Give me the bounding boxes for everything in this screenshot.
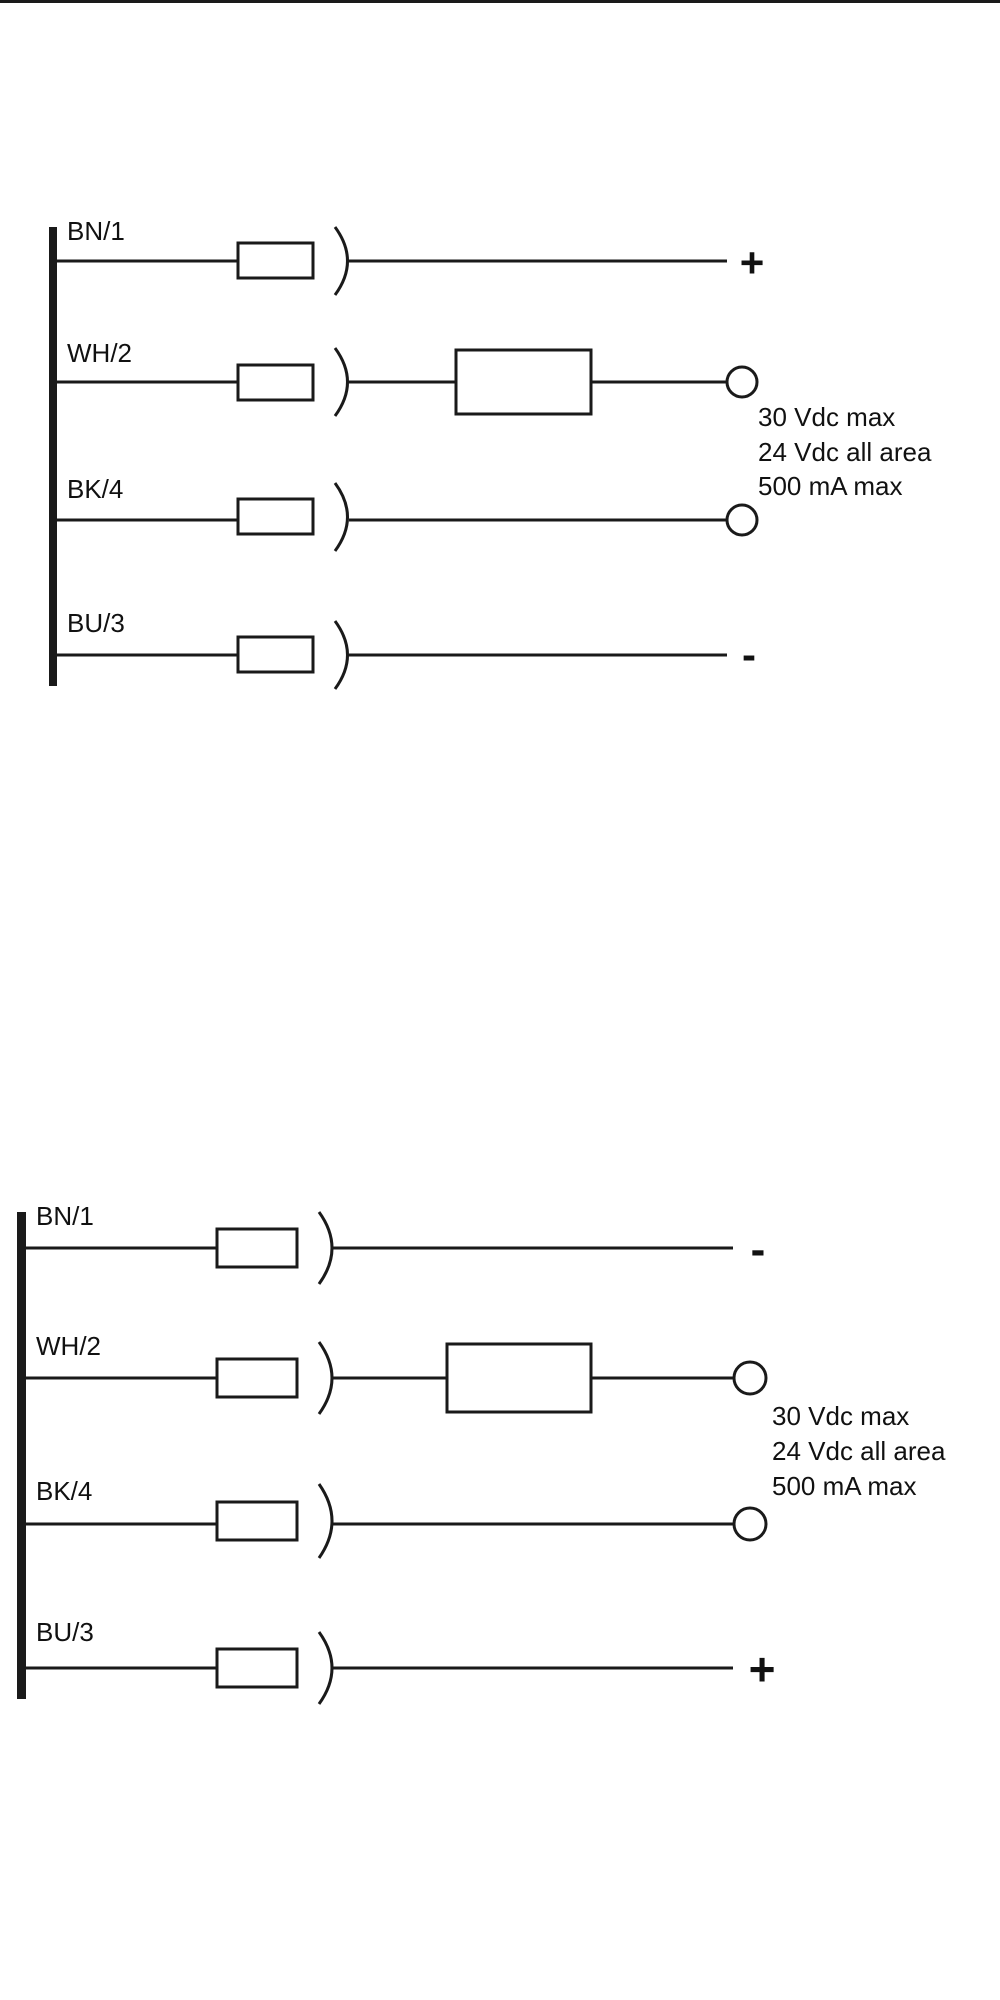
- terminal-minus: -: [751, 1225, 766, 1274]
- wire-label: BN/1: [36, 1201, 94, 1231]
- connector-bar: [49, 227, 57, 686]
- spec-line: 500 mA max: [772, 1471, 917, 1501]
- resistor-box: [215, 1500, 299, 1542]
- spec-block: 30 Vdc max 24 Vdc all area 500 mA max: [772, 1401, 946, 1501]
- terminal-minus: -: [742, 631, 756, 678]
- wire-row: WH/2: [26, 1331, 768, 1415]
- terminal-plus: +: [740, 239, 765, 286]
- resistor-box: [236, 497, 315, 536]
- wire-row: BN/1 -: [26, 1201, 766, 1285]
- terminal-circle: [725, 365, 759, 399]
- wire-label: BU/3: [67, 608, 125, 638]
- diagram-top: BN/1 + WH/2 BK/4: [49, 216, 932, 690]
- wire-label: BU/3: [36, 1617, 94, 1647]
- diagram-bottom: BN/1 - WH/2 BK/4: [17, 1201, 946, 1705]
- resistor-box: [215, 1647, 299, 1689]
- wire-row: BN/1 +: [57, 216, 765, 296]
- spec-line: 500 mA max: [758, 471, 903, 501]
- wire-row: WH/2: [57, 338, 759, 417]
- contact-arc: [317, 1341, 334, 1415]
- resistor-box: [215, 1227, 299, 1269]
- spec-line: 24 Vdc all area: [758, 437, 932, 467]
- wire-row: BK/4: [57, 474, 759, 552]
- spec-block: 30 Vdc max 24 Vdc all area 500 mA max: [758, 402, 932, 501]
- resistor-box: [236, 241, 315, 280]
- wire-label: WH/2: [36, 1331, 101, 1361]
- spec-line: 24 Vdc all area: [772, 1436, 946, 1466]
- wire-row: BU/3 +: [26, 1617, 776, 1705]
- spec-line: 30 Vdc max: [758, 402, 895, 432]
- wire-label: BN/1: [67, 216, 125, 246]
- wire-label: BK/4: [67, 474, 123, 504]
- terminal-plus: +: [749, 1643, 776, 1695]
- wire-label: WH/2: [67, 338, 132, 368]
- wire-row: BU/3 -: [57, 608, 756, 690]
- wire-label: BK/4: [36, 1476, 92, 1506]
- resistor-box: [215, 1357, 299, 1399]
- terminal-circle: [725, 503, 759, 537]
- connector-bar: [17, 1212, 26, 1699]
- load-box: [454, 348, 593, 416]
- contact-arc: [333, 347, 349, 417]
- wire-row: BK/4: [26, 1476, 768, 1559]
- terminal-circle: [732, 1360, 768, 1396]
- resistor-box: [236, 635, 315, 674]
- contact-arc: [333, 482, 349, 552]
- resistor-box: [236, 363, 315, 402]
- contact-arc: [333, 620, 349, 690]
- top-border: [0, 0, 1000, 3]
- contact-arc: [317, 1211, 334, 1285]
- contact-arc: [333, 226, 349, 296]
- load-box: [445, 1342, 593, 1414]
- terminal-circle: [732, 1506, 768, 1542]
- contact-arc: [317, 1631, 334, 1705]
- spec-line: 30 Vdc max: [772, 1401, 909, 1431]
- contact-arc: [317, 1483, 334, 1559]
